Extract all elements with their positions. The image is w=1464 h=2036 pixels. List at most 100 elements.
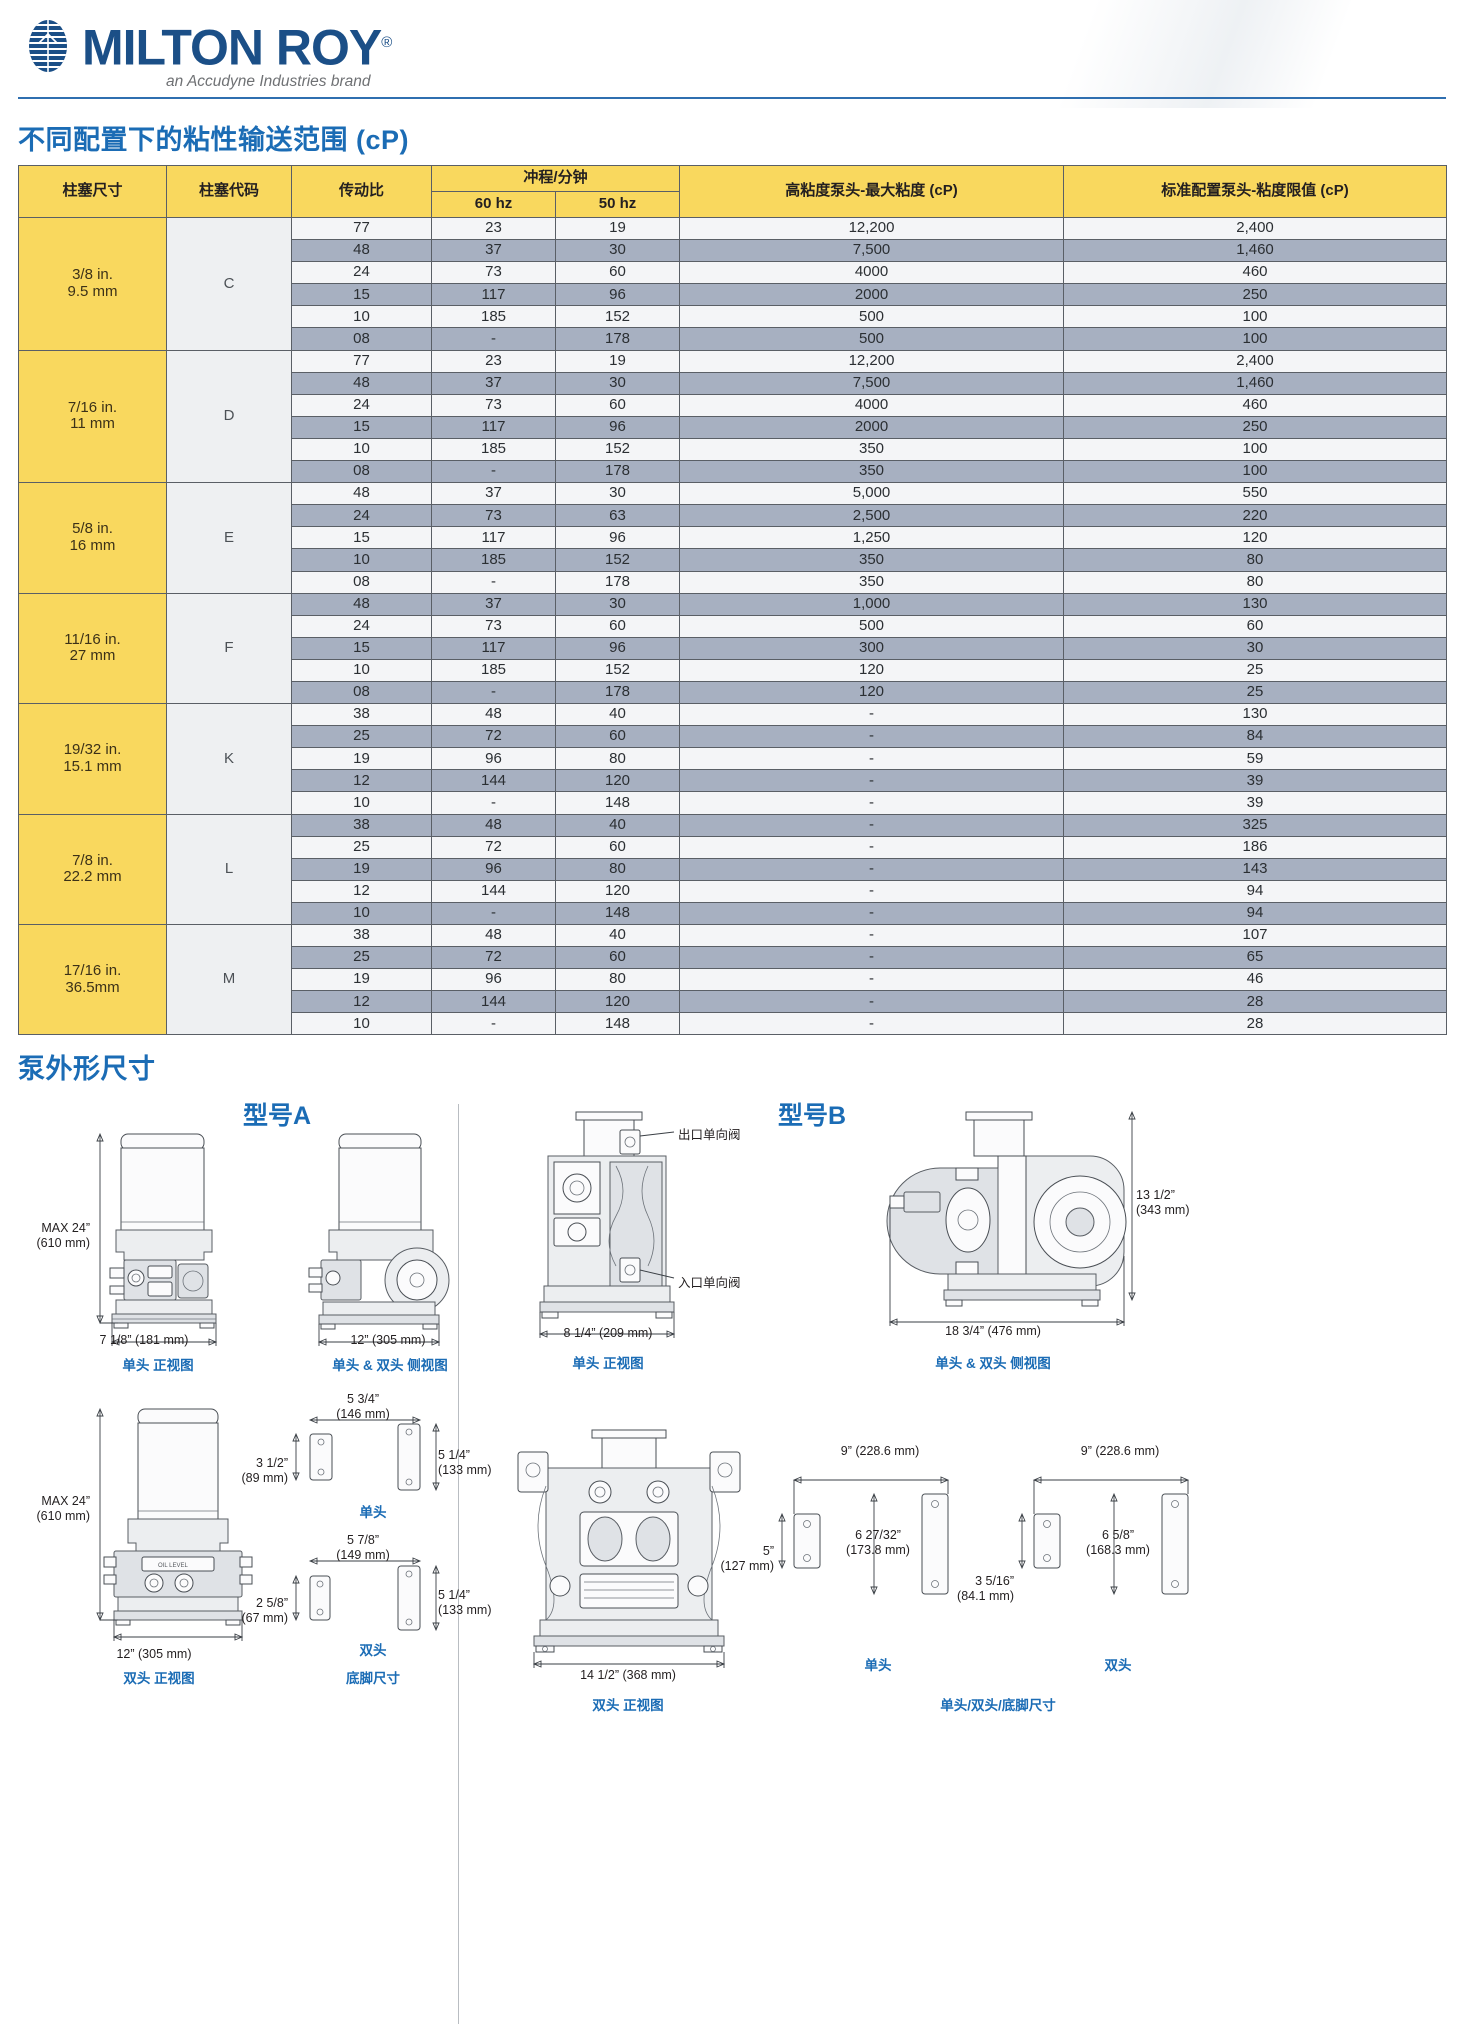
cell-gear-ratio: 15	[291, 526, 432, 550]
cell-standard-viscosity: 100	[1063, 305, 1448, 329]
cell-50hz: 96	[554, 526, 681, 550]
cell-50hz: 60	[554, 614, 681, 638]
cell-high-viscosity: -	[679, 1012, 1065, 1036]
model-a-single-front-caption: 单头 正视图	[122, 1358, 194, 1374]
cell-60hz: 48	[431, 813, 556, 837]
cell-high-viscosity: 5,000	[679, 482, 1065, 506]
width-value-mm: (149 mm)	[336, 1547, 390, 1562]
cell-gear-ratio: 38	[291, 813, 432, 837]
plunger-size-inch: 7/16 in.	[67, 398, 118, 416]
cell-50hz: 60	[554, 725, 681, 749]
cell-standard-viscosity: 460	[1063, 261, 1448, 285]
cell-60hz: 72	[431, 835, 556, 859]
model-b-single-front-drawing	[518, 1106, 708, 1376]
cell-gear-ratio: 48	[291, 592, 432, 616]
cell-60hz: 37	[431, 371, 556, 395]
plunger-size-mm: 11 mm	[70, 415, 115, 433]
cell-plunger-code: L	[166, 813, 292, 926]
cell-50hz: 120	[554, 990, 681, 1014]
cell-gear-ratio: 25	[291, 835, 432, 859]
cell-high-viscosity: -	[679, 703, 1065, 727]
height-value-mm: (168.3 mm)	[1086, 1542, 1150, 1557]
cell-50hz: 148	[554, 901, 681, 926]
cell-50hz: 30	[554, 592, 681, 616]
cell-high-viscosity: 4000	[679, 393, 1065, 417]
cell-50hz: 80	[554, 857, 681, 881]
cell-50hz: 96	[554, 636, 681, 660]
cell-50hz: 120	[554, 769, 681, 793]
cell-50hz: 19	[554, 216, 681, 241]
model-b-single-front-caption: 单头 正视图	[572, 1356, 644, 1372]
plunger-size-inch: 17/16 in.	[63, 962, 122, 980]
cell-standard-viscosity: 1,460	[1063, 239, 1448, 263]
plunger-size-mm: 36.5mm	[65, 978, 120, 996]
cell-plunger-size: 11/16 in.27 mm	[18, 592, 167, 705]
model-b-double-front-width-dim: 14 1/2” (368 mm)	[580, 1668, 676, 1683]
cell-standard-viscosity: 25	[1063, 658, 1448, 682]
cell-high-viscosity: 350	[679, 460, 1065, 484]
cell-gear-ratio: 24	[291, 261, 432, 285]
cell-standard-viscosity: 250	[1063, 415, 1448, 439]
cell-gear-ratio: 19	[291, 968, 432, 992]
cell-gear-ratio: 10	[291, 791, 432, 815]
cell-60hz: 72	[431, 946, 556, 970]
cell-50hz: 40	[554, 923, 681, 948]
cell-high-viscosity: -	[679, 813, 1065, 837]
height-value: MAX 24”	[41, 1221, 90, 1236]
cell-60hz: -	[431, 1012, 556, 1036]
cell-60hz: 72	[431, 725, 556, 749]
cell-50hz: 30	[554, 371, 681, 395]
page-header: MILTON ROY® an Accudyne Industries brand	[0, 0, 1464, 108]
cell-standard-viscosity: 143	[1063, 857, 1448, 881]
model-b-footprint-double-height-dim: 6 5/8” (168.3 mm)	[1048, 1528, 1188, 1557]
model-b-double-front-drawing	[488, 1426, 768, 1681]
cell-high-viscosity: -	[679, 835, 1065, 859]
cell-60hz: -	[431, 327, 556, 351]
col-header-60hz: 60 hz	[431, 191, 556, 218]
cell-60hz: 144	[431, 879, 556, 903]
cell-60hz: -	[431, 791, 556, 815]
cell-gear-ratio: 24	[291, 614, 432, 638]
cell-50hz: 30	[554, 239, 681, 263]
cell-60hz: 185	[431, 305, 556, 329]
cell-60hz: 48	[431, 923, 556, 948]
cell-plunger-code: D	[166, 349, 292, 484]
cell-60hz: -	[431, 680, 556, 705]
cell-standard-viscosity: 30	[1063, 636, 1448, 660]
cell-gear-ratio: 77	[291, 349, 432, 373]
cell-60hz: 37	[431, 592, 556, 616]
model-b-footprint-caption: 单头/双头/底脚尺寸	[940, 1698, 1056, 1714]
col-header-high-viscosity-head: 高粘度泵头-最大粘度 (cP)	[679, 165, 1065, 218]
cell-50hz: 40	[554, 813, 681, 837]
width-value: 5 3/4”	[347, 1392, 379, 1407]
cell-60hz: 96	[431, 857, 556, 881]
cell-60hz: 185	[431, 437, 556, 462]
cell-standard-viscosity: 1,460	[1063, 371, 1448, 395]
viscosity-section-title: 不同配置下的粘性输送范围 (cP)	[18, 125, 410, 155]
cell-50hz: 120	[554, 879, 681, 903]
model-b-footprint-double-drawing	[1018, 1466, 1218, 1661]
cell-standard-viscosity: 100	[1063, 327, 1448, 351]
cell-high-viscosity: 2000	[679, 415, 1065, 439]
model-b-outlet-check-valve-callout: 出口单向阀	[678, 1128, 741, 1143]
cell-gear-ratio: 24	[291, 504, 432, 528]
model-b-footprint-single-label: 单头	[864, 1658, 892, 1674]
cell-60hz: 73	[431, 504, 556, 528]
depth-value: 5”	[762, 1544, 774, 1559]
model-a-double-front-width-dim: 12” (305 mm)	[116, 1647, 192, 1662]
cell-high-viscosity: -	[679, 725, 1065, 749]
cell-high-viscosity: -	[679, 946, 1065, 970]
dimension-drawings-area: 型号A	[18, 1096, 1446, 2036]
cell-gear-ratio: 48	[291, 482, 432, 506]
